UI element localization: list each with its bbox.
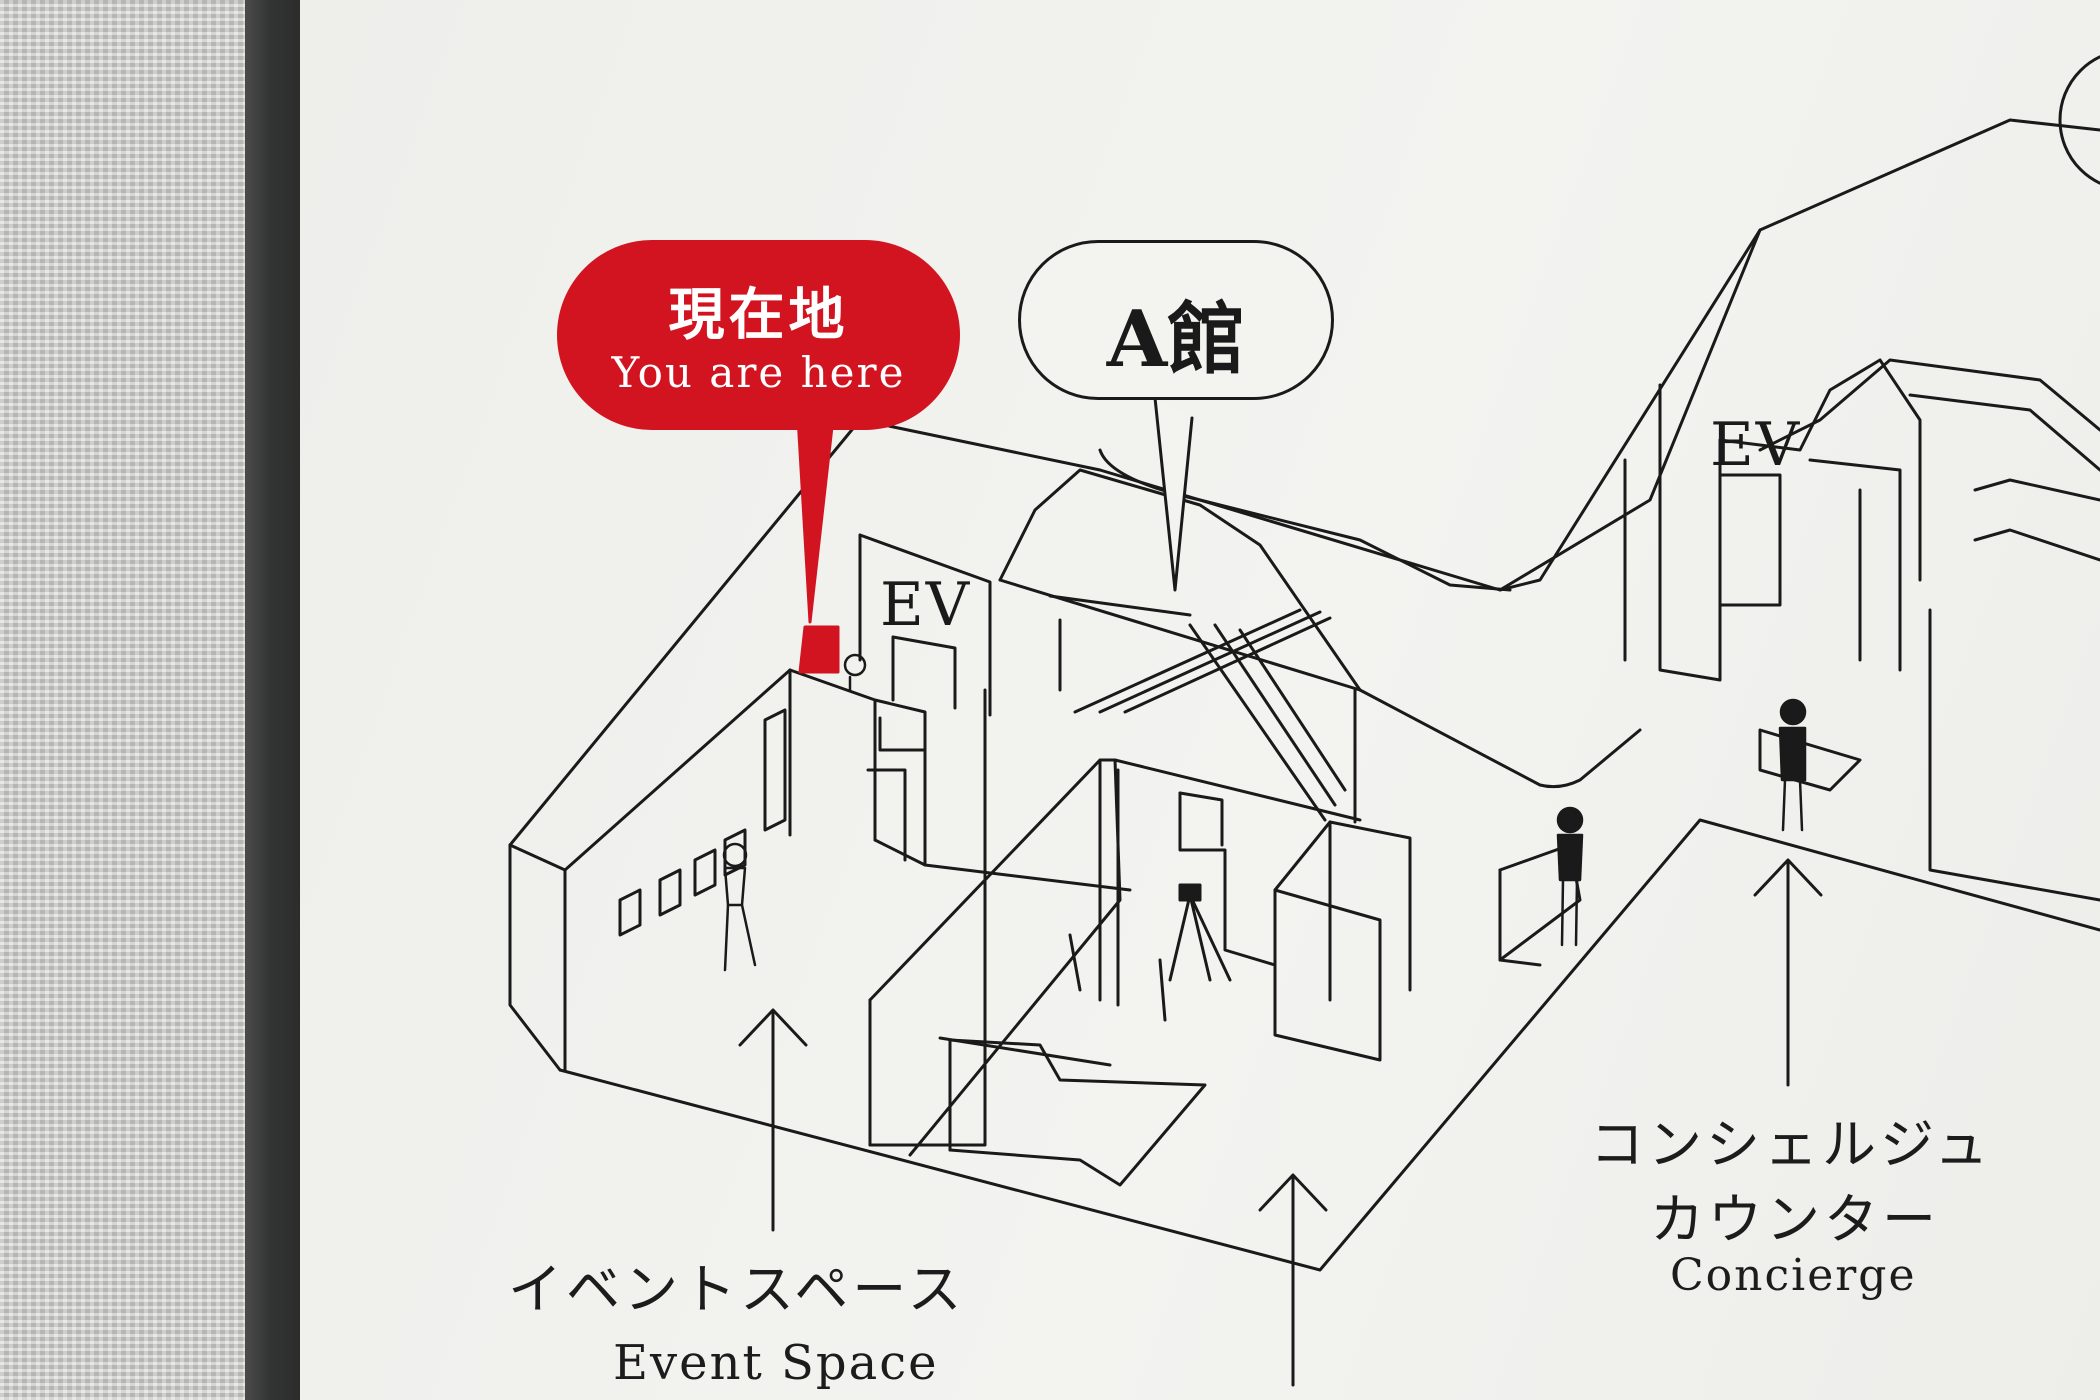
event-space-label-ja: イベントスペース — [508, 1258, 966, 1321]
current-location-flag — [798, 625, 840, 674]
building-label: A館 — [1106, 294, 1246, 385]
building-label-bubble: A館 — [1018, 240, 1334, 400]
direction-arrows — [738, 858, 1823, 1387]
concierge-label-ja-line2: カウンター — [1650, 1188, 1940, 1251]
event-space-walls — [788, 668, 1362, 1157]
person-walking-icon — [722, 842, 757, 972]
person-at-elevator-icon — [843, 653, 867, 692]
person-with-map-icon — [1778, 698, 1807, 832]
corridor-and-concierge — [1098, 358, 2100, 967]
you-are-here-tail — [795, 398, 837, 624]
map-sign-board — [300, 0, 2100, 1400]
sign-frame-edge — [245, 0, 300, 1400]
textured-wallpaper — [0, 0, 245, 1400]
people-figures — [722, 653, 1807, 972]
building-bubble-tail — [1153, 396, 1194, 592]
elevator-label: EV — [1710, 410, 1802, 480]
elevator-hall-a — [858, 533, 992, 717]
photo-studio — [938, 768, 1412, 1187]
concierge-staff-icon — [1556, 806, 1584, 947]
upper-right-circle-marker — [2058, 55, 2100, 185]
concierge-label-en: Concierge — [1670, 1250, 1917, 1301]
elevator-label: EV — [880, 570, 972, 640]
you-are-here-bubble: 現在地 You are here — [557, 240, 960, 430]
concierge-label-ja-line1: コンシェルジュ — [1590, 1113, 1993, 1176]
you-are-here-label-en: You are here — [611, 348, 906, 397]
you-are-here-label-ja: 現在地 — [668, 282, 849, 348]
staircase — [998, 468, 1362, 822]
event-space-label-en: Event Space — [613, 1335, 939, 1391]
wall-picture-frames — [618, 708, 787, 937]
